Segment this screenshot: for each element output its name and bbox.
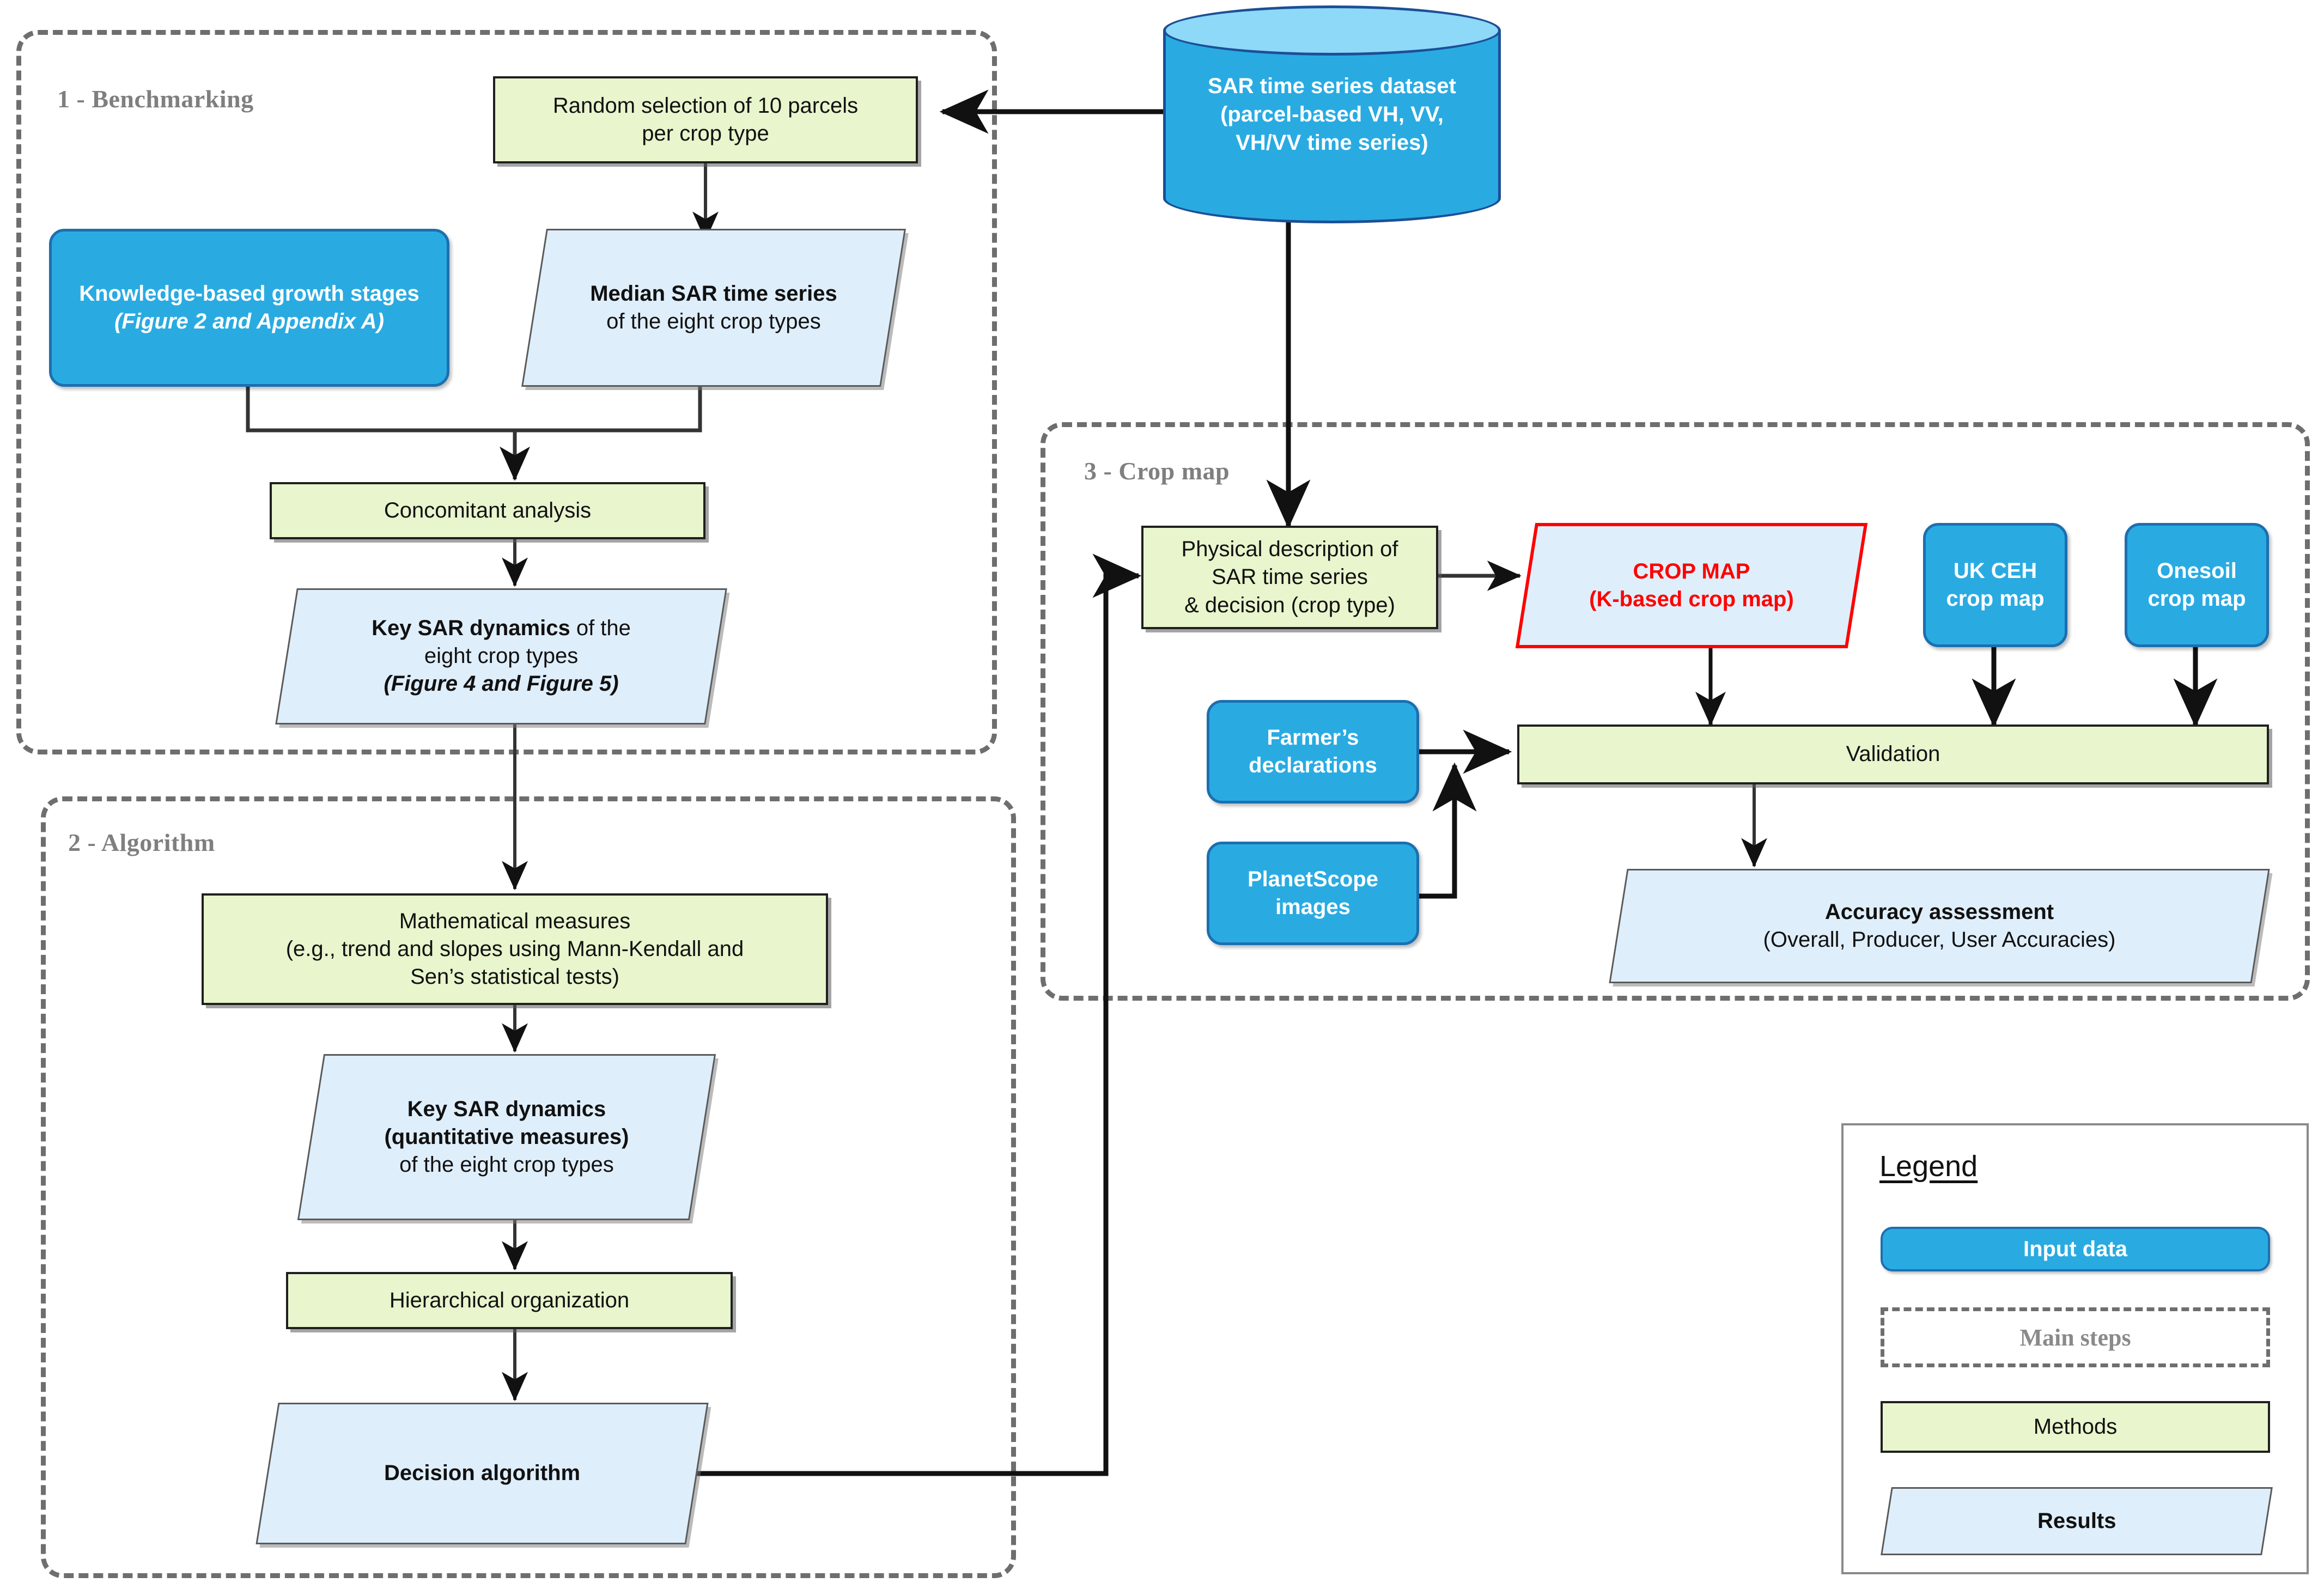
legend-title: Legend [1879,1150,1978,1183]
planetscope-line1: PlanetScope [1247,867,1379,891]
farmers-line2: declarations [1249,753,1377,777]
group-algorithm-label: 2 - Algorithm [68,829,215,856]
onesoil-line1: Onesoil [2157,558,2237,583]
node-random-selection[interactable]: Random selection of 10 parcels per crop … [493,76,918,163]
math-measures-line2: (e.g., trend and slopes using Mann-Kenda… [285,936,744,961]
sar-dataset-line3: VH/VV time series) [1236,131,1428,155]
legend-item-input-data: Input data [1881,1227,2270,1271]
node-planetscope-images[interactable]: PlanetScope images [1207,842,1419,945]
planetscope-line2: images [1275,895,1350,919]
key-dynamics-1-line3: (Figure 4 and Figure 5) [384,672,619,696]
crop-map-line1: CROP MAP [1633,559,1750,583]
physical-desc-line1: Physical description of [1181,537,1398,562]
node-key-sar-dynamics-1[interactable]: Key SAR dynamics of the eight crop types… [275,588,727,725]
cylinder-top [1163,5,1501,56]
group-benchmarking [16,30,997,754]
uk-ceh-line1: UK CEH [1953,558,2037,583]
node-accuracy-assessment[interactable]: Accuracy assessment (Overall, Producer, … [1609,869,2270,983]
onesoil-line2: crop map [2147,587,2246,611]
physical-desc-line3: & decision (crop type) [1184,593,1395,617]
sar-dataset-label: SAR time series dataset (parcel-based VH… [1163,72,1501,157]
legend-main-steps-label: Main steps [2019,1324,2131,1351]
key-dynamics-1-line1b: of the [570,616,631,641]
random-selection-line1: Random selection of 10 parcels [552,93,859,118]
median-sar-line1: Median SAR time series [590,281,837,306]
validation-label: Validation [1846,742,1940,766]
accuracy-line1: Accuracy assessment [1824,899,2054,924]
median-sar-line2: of the eight crop types [606,309,821,333]
math-measures-line1: Mathematical measures [399,909,631,933]
key-dynamics-2-line3: of the eight crop types [399,1153,614,1177]
legend-item-results: Results [1881,1487,2273,1555]
decision-algorithm-label: Decision algorithm [384,1461,581,1485]
accuracy-line2: (Overall, Producer, User Accuracies) [1763,928,2116,952]
key-dynamics-2-line2: (quantitative measures) [384,1124,629,1149]
random-selection-line2: per crop type [642,121,769,145]
physical-desc-line2: SAR time series [1212,565,1368,589]
node-decision-algorithm[interactable]: Decision algorithm [255,1403,709,1544]
cylinder-body [1163,31,1501,198]
node-key-sar-dynamics-2[interactable]: Key SAR dynamics (quantitative measures)… [297,1054,716,1220]
concomitant-label: Concomitant analysis [384,498,592,522]
key-dynamics-1-line2: eight crop types [424,644,579,668]
node-mathematical-measures[interactable]: Mathematical measures (e.g., trend and s… [202,893,828,1005]
node-physical-description[interactable]: Physical description of SAR time series … [1141,526,1438,629]
sar-dataset-line2: (parcel-based VH, VV, [1220,102,1444,126]
legend-input-data-label: Input data [2023,1237,2128,1261]
crop-map-line2: (K-based crop map) [1589,587,1794,611]
node-knowledge-growth-stages[interactable]: Knowledge-based growth stages (Figure 2 … [49,229,449,387]
node-sar-time-series-dataset[interactable]: SAR time series dataset (parcel-based VH… [1163,5,1501,223]
key-dynamics-2-line1: Key SAR dynamics [407,1097,606,1121]
legend-item-main-steps: Main steps [1881,1307,2270,1367]
node-concomitant-analysis[interactable]: Concomitant analysis [270,482,705,539]
node-onesoil-crop-map[interactable]: Onesoil crop map [2125,523,2269,647]
node-validation[interactable]: Validation [1517,725,2269,784]
sar-dataset-line1: SAR time series dataset [1208,74,1456,98]
node-uk-ceh-crop-map[interactable]: UK CEH crop map [1923,523,2067,647]
legend-results-label: Results [2037,1509,2116,1533]
node-farmers-declarations[interactable]: Farmer’s declarations [1207,700,1419,803]
group-cropmap-label: 3 - Crop map [1084,457,1230,485]
key-dynamics-1-line1: Key SAR dynamics [372,616,570,641]
knowledge-stages-line1: Knowledge-based growth stages [79,281,419,306]
node-crop-map[interactable]: CROP MAP (K-based crop map) [1515,523,1868,648]
uk-ceh-line2: crop map [1946,587,2045,611]
legend-item-methods: Methods [1881,1401,2270,1453]
math-measures-line3: Sen’s statistical tests) [410,965,619,989]
group-benchmarking-label: 1 - Benchmarking [57,85,254,113]
node-hierarchical-organization[interactable]: Hierarchical organization [286,1272,733,1329]
legend-methods-label: Methods [2033,1415,2118,1439]
farmers-line1: Farmer’s [1267,725,1359,750]
node-median-sar-time-series[interactable]: Median SAR time series of the eight crop… [521,229,906,387]
hierarchical-label: Hierarchical organization [389,1288,630,1312]
knowledge-stages-line2: (Figure 2 and Appendix A) [114,309,384,333]
